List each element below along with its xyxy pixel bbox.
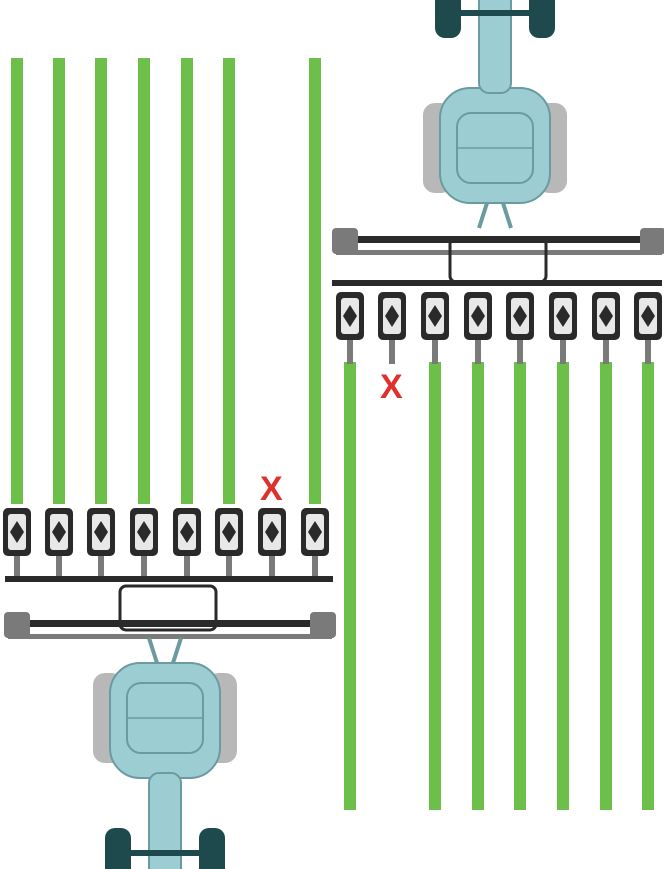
row-unit-shank: [312, 556, 318, 580]
toolbar: [4, 612, 336, 639]
row-unit: [634, 292, 662, 364]
row-unit: [506, 292, 534, 364]
row-unit-meter: [513, 305, 527, 327]
right-skip-mark: X: [380, 368, 403, 406]
front-tire-right: [529, 0, 555, 38]
toolbar-bar-lower: [336, 250, 662, 255]
row-unit: [378, 292, 406, 364]
row-unit-meter: [599, 305, 613, 327]
row-unit-shank: [645, 340, 651, 364]
toolbar-end: [332, 228, 358, 254]
toolbar-end: [310, 612, 336, 638]
tractor-hood: [478, 0, 512, 94]
row-unit-shank: [269, 556, 275, 580]
hitch-link: [171, 637, 183, 664]
front-tire-left: [435, 0, 461, 38]
tractor: [423, 0, 567, 229]
row-unit-meter: [222, 521, 236, 543]
row-unit: [173, 508, 201, 580]
row-unit-meter: [265, 521, 279, 543]
left-planter: [3, 508, 336, 869]
row-unit-meter: [428, 305, 442, 327]
row-unit-shank: [603, 340, 609, 364]
row-unit-meter: [180, 521, 194, 543]
row-unit-shank: [226, 556, 232, 580]
right-planter: [332, 0, 664, 364]
tractor: [93, 637, 237, 869]
left-unit-bar: [5, 576, 333, 582]
row-unit-shank: [14, 556, 20, 580]
right-center-frame: [448, 236, 548, 284]
row-unit-meter: [52, 521, 66, 543]
left-skip-mark: X: [260, 470, 283, 508]
left-crop-row: [95, 58, 107, 504]
toolbar-bar: [8, 620, 332, 627]
row-unit-meter: [308, 521, 322, 543]
front-axle: [131, 850, 199, 856]
left-crop-row: [223, 58, 235, 504]
row-unit-shank: [347, 340, 353, 364]
row-unit: [336, 292, 364, 364]
front-axle: [461, 10, 529, 16]
hitch-link: [477, 202, 489, 229]
row-unit: [464, 292, 492, 364]
row-unit: [3, 508, 31, 580]
row-unit-meter: [556, 305, 570, 327]
toolbar-end: [640, 228, 664, 254]
right-crop-row: [514, 362, 526, 810]
left-planter-rows: [11, 58, 321, 504]
right-crop-row: [642, 362, 654, 810]
left-crop-row: [53, 58, 65, 504]
right-crop-row: [472, 362, 484, 810]
left-crop-row: [309, 58, 321, 504]
row-unit-shank: [98, 556, 104, 580]
row-unit-shank: [475, 340, 481, 364]
row-unit-meter: [94, 521, 108, 543]
row-unit: [87, 508, 115, 580]
row-unit-shank: [56, 556, 62, 580]
row-unit: [592, 292, 620, 364]
left-crop-row: [138, 58, 150, 504]
left-center-frame: [118, 584, 218, 632]
right-planter-rows: [344, 362, 654, 810]
left-crop-row: [11, 58, 23, 504]
row-unit: [421, 292, 449, 364]
row-unit-shank: [432, 340, 438, 364]
row-unit: [45, 508, 73, 580]
right-crop-row: [429, 362, 441, 810]
row-unit-meter: [343, 305, 357, 327]
row-unit: [258, 508, 286, 580]
front-tire-left: [105, 828, 131, 869]
row-unit-shank: [141, 556, 147, 580]
row-unit-meter: [137, 521, 151, 543]
row-unit: [215, 508, 243, 580]
tractor-hood: [148, 772, 182, 869]
right-crop-row: [600, 362, 612, 810]
toolbar-end: [4, 612, 30, 638]
row-unit-shank: [184, 556, 190, 580]
row-unit-shank: [389, 340, 395, 364]
front-tire-right: [199, 828, 225, 869]
toolbar-bar-lower: [8, 634, 332, 639]
row-unit: [130, 508, 158, 580]
toolbar: [332, 228, 664, 255]
hitch-link: [501, 202, 513, 229]
right-crop-row: [557, 362, 569, 810]
right-crop-row: [344, 362, 356, 810]
row-unit-meter: [641, 305, 655, 327]
row-unit-meter: [385, 305, 399, 327]
row-unit-shank: [517, 340, 523, 364]
row-unit: [301, 508, 329, 580]
row-unit-meter: [10, 521, 24, 543]
row-unit: [549, 292, 577, 364]
row-unit-shank: [560, 340, 566, 364]
hitch-link: [147, 637, 159, 664]
row-unit-meter: [471, 305, 485, 327]
left-crop-row: [181, 58, 193, 504]
